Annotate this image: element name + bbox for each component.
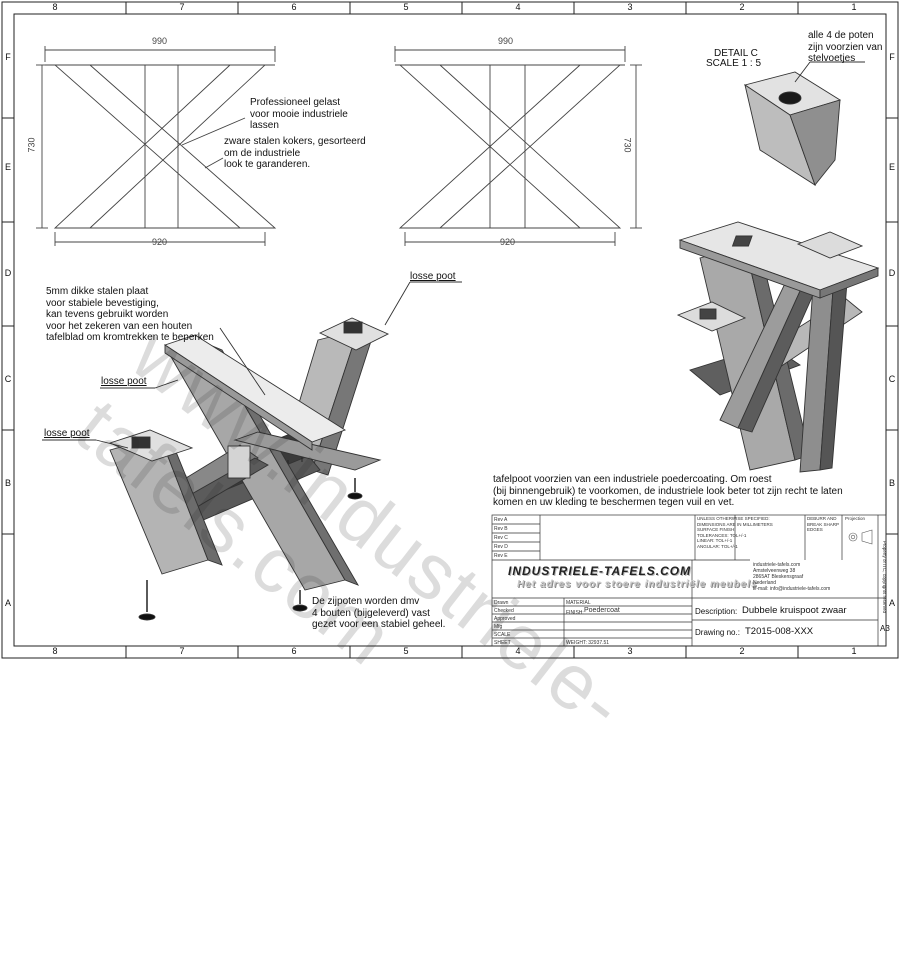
finish-label: FINISH: — [566, 610, 584, 616]
row-sheet: SHEET — [494, 640, 511, 646]
company-address: industriele-tafels.com Amstelveenweg 38 … — [753, 562, 831, 592]
zone-col-8-top: 8 — [52, 2, 58, 12]
row-approved: Approved — [494, 616, 516, 622]
drawing-sheet — [1, 1, 899, 659]
row-checked: Checked — [494, 608, 514, 614]
note-coating: tafelpoot voorzien van een industriele p… — [493, 474, 843, 508]
side-dim-height: 730 — [622, 137, 633, 153]
zone-col-7-bottom: 7 — [179, 646, 185, 656]
description-label: Description: — [695, 607, 738, 616]
detail-c-foot — [743, 61, 865, 187]
copyright-note: Property of ITC, copyrights reserved — [881, 540, 887, 614]
deburr-note: DEBURR AND BREAK SHARP EDGES — [807, 516, 840, 532]
zone-row-a-left: A — [4, 598, 11, 608]
zone-col-3-bottom: 3 — [627, 646, 633, 656]
side-dim-bottom: 920 — [500, 237, 516, 247]
label-losse-poot-middle: losse poot — [101, 376, 147, 387]
rev-b: Rev B — [494, 526, 508, 532]
zone-col-4-bottom: 4 — [515, 646, 521, 656]
label-losse-poot-back: losse poot — [410, 271, 456, 282]
label-losse-poot-front: losse poot — [44, 428, 90, 439]
zone-col-6-top: 6 — [291, 2, 297, 12]
iso-view-main — [42, 281, 462, 621]
rev-c: Rev C — [494, 535, 508, 541]
zone-col-5-top: 5 — [403, 2, 409, 12]
front-dim-height: 730 — [26, 137, 37, 153]
note-bolts: De zijpoten worden dmv 4 bouten (bijgele… — [312, 596, 446, 630]
zone-col-8-bottom: 8 — [52, 646, 58, 656]
front-dim-top: 990 — [152, 36, 168, 46]
general-notes: UNLESS OTHERWISE SPECIFIED: DIMENSIONS A… — [697, 516, 773, 549]
sheet-size: A3 — [880, 624, 890, 633]
title-block — [491, 514, 887, 647]
zone-row-f-right: F — [889, 52, 895, 62]
projection-icon — [848, 529, 873, 545]
finish-value: Poedercoat — [584, 607, 620, 614]
zone-row-a-right: A — [888, 598, 895, 608]
zone-col-1-bottom: 1 — [851, 646, 857, 656]
zone-col-7-top: 7 — [179, 2, 185, 12]
zone-row-e-right: E — [888, 162, 895, 172]
zone-col-4-top: 4 — [515, 2, 521, 12]
detail-c-scale: SCALE 1 : 5 — [706, 58, 762, 69]
zone-col-5-bottom: 5 — [403, 646, 409, 656]
zone-row-e-left: E — [4, 162, 11, 172]
front-dim-bottom: 920 — [152, 237, 168, 247]
zone-row-c-left: C — [4, 374, 12, 384]
detail-c-title: DETAIL C — [714, 48, 758, 59]
zone-col-6-bottom: 6 — [291, 646, 297, 656]
zone-row-d-left: D — [4, 268, 12, 278]
zone-row-d-right: D — [888, 268, 896, 278]
rev-e: Rev E — [494, 553, 508, 559]
zone-row-c-right: C — [888, 374, 896, 384]
drawing-number: T2015-008-XXX — [745, 626, 814, 637]
weight: WEIGHT: 32937.51 — [566, 640, 610, 646]
row-scale: SCALE — [494, 632, 511, 638]
iso-view-right — [676, 221, 880, 473]
inner-frame — [13, 13, 887, 647]
note-welded: Professioneel gelast voor mooie industri… — [250, 97, 348, 131]
front-view — [36, 46, 277, 246]
side-view — [394, 46, 642, 246]
brand-slogan: Het adres voor stoere industriële meubel… — [517, 579, 758, 590]
note-plate: 5mm dikke stalen plaat voor stabiele bev… — [46, 286, 214, 343]
zone-row-b-left: B — [4, 478, 11, 488]
side-dim-top: 990 — [498, 36, 514, 46]
zone-col-3-top: 3 — [627, 2, 633, 12]
detail-c-note: alle 4 de poten zijn voorzien van stelvo… — [808, 30, 883, 64]
note-steel-tubes: zware stalen kokers, gesorteerd om de in… — [224, 136, 366, 170]
row-mfg: Mfg — [494, 624, 503, 630]
zone-col-2-bottom: 2 — [739, 646, 745, 656]
row-drawn: Drawn — [494, 600, 509, 606]
rev-d: Rev D — [494, 544, 508, 550]
projection-label: Projection — [845, 516, 866, 521]
description-value: Dubbele kruispoot zwaar — [742, 605, 847, 616]
drawing-number-label: Drawing no.: — [695, 628, 740, 637]
zone-col-1-top: 1 — [851, 2, 857, 12]
zone-col-2-top: 2 — [739, 2, 745, 12]
zone-row-f-left: F — [5, 52, 11, 62]
brand-logo: INDUSTRIELE-TAFELS.COM — [508, 564, 692, 578]
material-label: MATERIAL — [566, 600, 591, 606]
rev-a: Rev A — [494, 517, 508, 523]
zone-row-b-right: B — [888, 478, 895, 488]
outer-frame — [1, 1, 899, 659]
